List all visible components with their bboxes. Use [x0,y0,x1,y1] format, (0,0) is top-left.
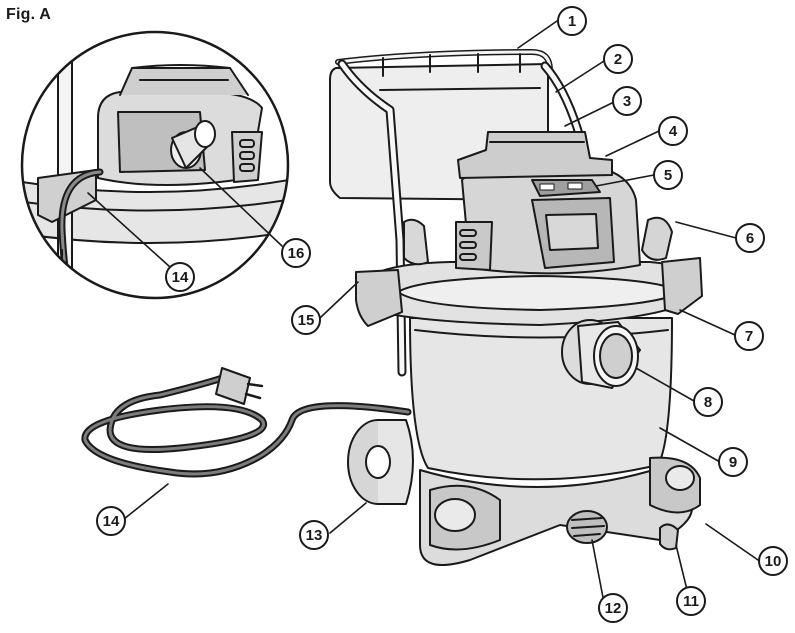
callout-blower-port: 16 [281,238,311,268]
callout-carry-handle: 3 [612,86,642,116]
callout-number: 5 [664,167,672,184]
callout-circle [291,305,321,335]
callout-number: 14 [172,269,189,286]
callout-circle [653,160,683,190]
inlet [561,319,641,389]
callout-number: 10 [765,553,782,570]
callout-circle [658,116,688,146]
callout-circle [299,520,329,550]
detail-inset [20,30,290,300]
callout-circle [693,387,723,417]
callout-circle [758,546,788,576]
callout-power-cord: 14 [96,506,126,536]
callout-switch: 5 [653,160,683,190]
accessory-holder [355,269,403,327]
callout-circle [281,238,311,268]
wheel [347,419,414,505]
callout-circle [603,44,633,74]
callout-number: 6 [746,230,754,247]
callout-inlet: 8 [693,387,723,417]
power-cord [81,367,412,478]
callout-accessory-bag: 2 [603,44,633,74]
callout-caster-foot: 10 [758,546,788,576]
wet-dry-vac [329,49,703,566]
callout-circle [612,86,642,116]
callout-circle [598,593,628,623]
callout-circle [557,6,587,36]
callout-circle [718,447,748,477]
callout-number: 8 [704,394,712,411]
callout-power-head: 4 [658,116,688,146]
callout-circle [96,506,126,536]
callout-number: 7 [745,328,753,345]
inset-blower-port [170,120,216,169]
callout-number: 16 [288,245,305,262]
callout-lid: 7 [734,321,764,351]
callout-circle [735,223,765,253]
callout-circle [676,586,706,616]
inset-border [20,30,290,300]
latch [661,257,703,315]
callout-wheel: 13 [299,520,329,550]
callout-number: 14 [103,513,120,530]
caster [659,523,679,551]
figure-label: Fig. A [6,6,52,23]
drain [566,510,608,544]
callout-accessory-holder: 15 [291,305,321,335]
callout-number: 11 [683,593,699,610]
callout-number: 9 [729,454,737,471]
callout-latch: 6 [735,223,765,253]
cord-plug [215,367,251,405]
callout-number: 3 [623,93,631,110]
callout-handle-bag-rack: 1 [557,6,587,36]
callout-number: 15 [298,312,315,329]
carry-handle [457,131,613,179]
callout-number: 2 [614,51,622,68]
callout-cord-wrap: 14 [165,262,195,292]
callout-caster: 11 [676,586,706,616]
callout-circle [165,262,195,292]
callout-number: 12 [605,600,622,617]
callout-number: 1 [568,13,576,30]
callout-number: 4 [669,123,678,140]
callout-circle [734,321,764,351]
callout-drain: 12 [598,593,628,623]
callout-number: 13 [306,527,323,544]
callout-drum: 9 [718,447,748,477]
